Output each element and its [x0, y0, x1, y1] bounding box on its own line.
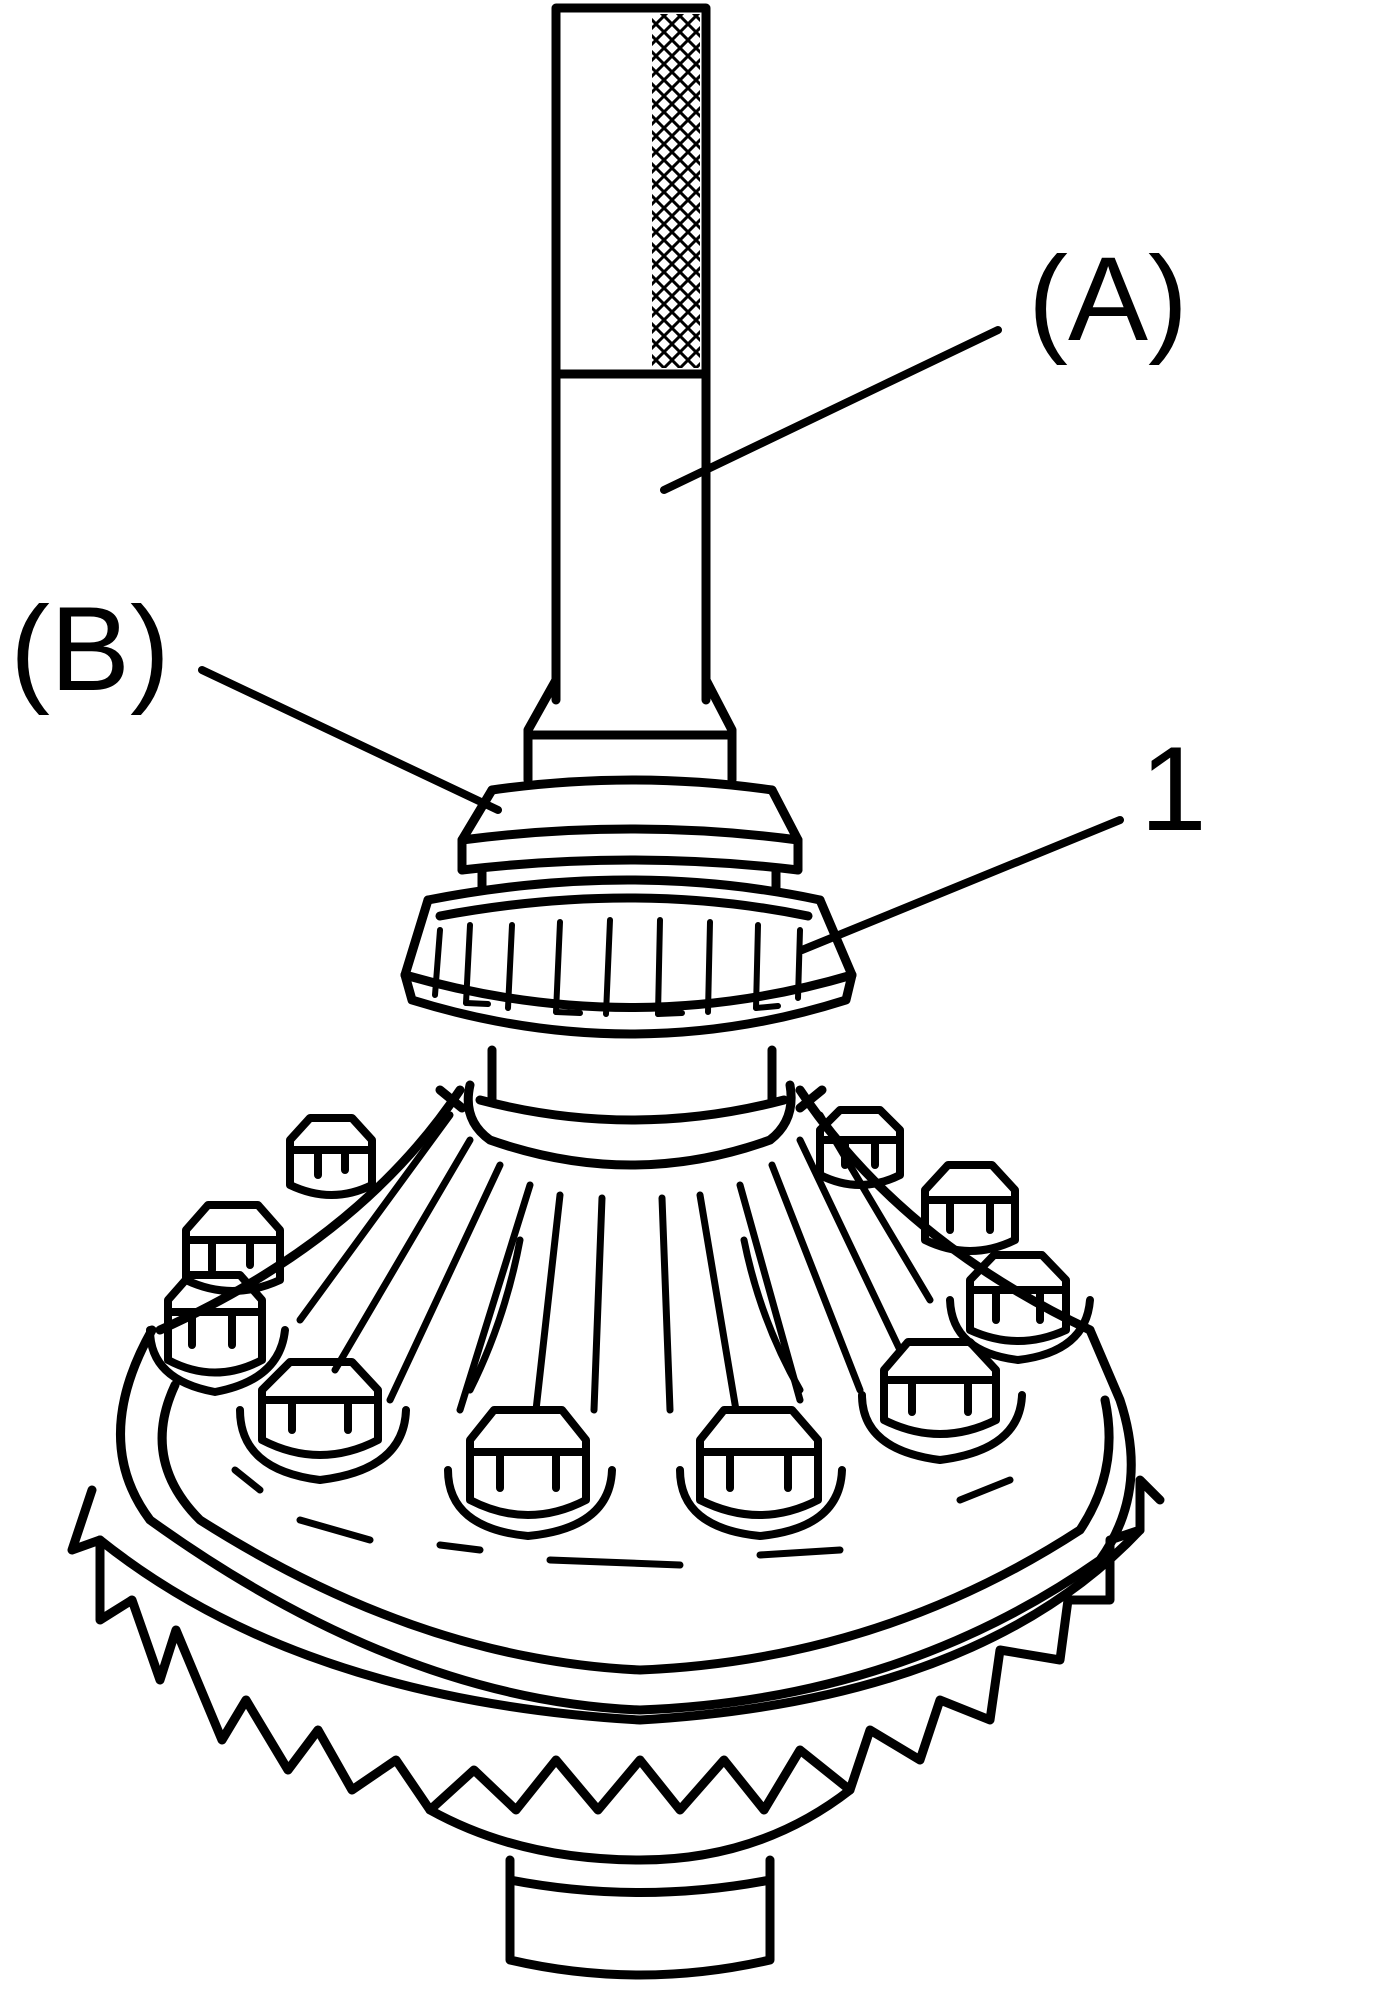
bolt [921, 1161, 1019, 1255]
ring-gear-teeth [67, 1475, 1165, 1865]
callout-label-b: (B) [10, 582, 170, 716]
callout-label-1: 1 [1140, 722, 1207, 856]
tapered-roller-bearing [400, 875, 857, 1039]
callout-label-a: (A) [1028, 232, 1188, 366]
bolt [858, 1338, 1026, 1464]
bolt [816, 1106, 904, 1189]
installer-tool-shaft [523, 3, 737, 785]
bolt [676, 1406, 846, 1540]
bolt [182, 1201, 284, 1295]
bolt [946, 1251, 1094, 1364]
leader-line-1 [798, 816, 1124, 954]
leader-line-b [198, 666, 502, 814]
bottom-hub [505, 1855, 775, 1980]
bolt [444, 1406, 616, 1540]
differential-case [116, 1085, 1136, 1715]
bolt [286, 1114, 376, 1199]
leader-lines [198, 326, 1124, 954]
leader-line-a [660, 326, 1002, 494]
differential-hub [435, 1045, 827, 1170]
bolt [146, 1271, 289, 1396]
bearing-adapter [457, 775, 803, 895]
bolt [236, 1358, 410, 1484]
ring-gear-bolts [146, 1106, 1094, 1540]
